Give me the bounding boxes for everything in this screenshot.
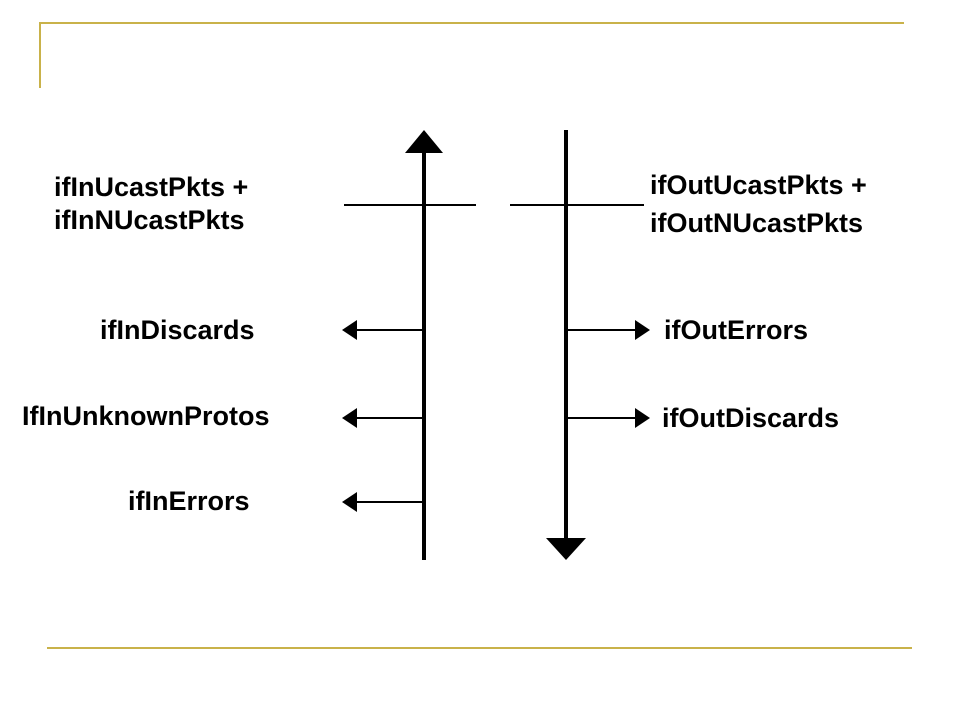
- in-discards-label: ifInDiscards: [100, 315, 255, 345]
- out-errors-arrowhead: [635, 320, 650, 340]
- out-total-label-line1: ifOutUcastPkts +: [650, 170, 867, 200]
- inbound-up-arrowhead: [405, 130, 443, 153]
- out-discards-label: ifOutDiscards: [662, 403, 840, 433]
- out-total-label-line2: ifOutNUcastPkts: [650, 208, 864, 238]
- in-unknown-protos-arrowhead: [342, 408, 357, 428]
- in-total-label-line1: ifInUcastPkts +: [54, 172, 249, 202]
- slide-frame-left-line: [39, 22, 41, 88]
- out-discards-arrowhead: [635, 408, 650, 428]
- in-discards-arrowhead: [342, 320, 357, 340]
- in-errors-label: ifInErrors: [128, 486, 250, 516]
- out-errors-label: ifOutErrors: [664, 315, 809, 345]
- in-unknown-protos-label: IfInUnknownProtos: [22, 401, 270, 431]
- in-total-label-line2: ifInNUcastPkts: [54, 205, 245, 235]
- slide-frame-bottom-line: [47, 647, 912, 649]
- in-errors-arrowhead: [342, 492, 357, 512]
- outbound-down-arrowhead: [546, 538, 586, 560]
- slide-frame-top-line: [39, 22, 904, 24]
